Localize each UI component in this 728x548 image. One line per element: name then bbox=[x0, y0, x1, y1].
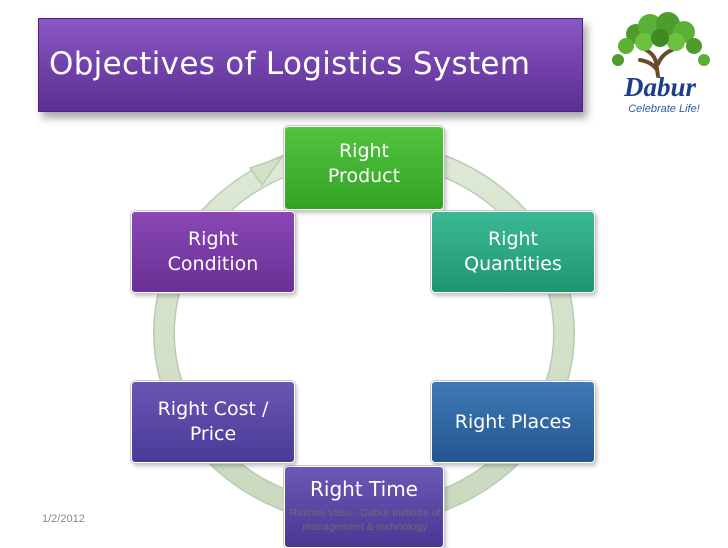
dabur-logo-word: Dabur bbox=[623, 72, 697, 102]
slide-footer: Rashmi Vasu · Dabur Institute of managem… bbox=[289, 507, 441, 533]
title-bar: Objectives of Logistics System bbox=[38, 18, 583, 112]
step-right-condition: Right Condition bbox=[131, 211, 295, 293]
dabur-logo-tagline: Celebrate Life! bbox=[628, 103, 700, 115]
step-right-product: Right Product bbox=[284, 126, 444, 210]
step-right-quantities: Right Quantities bbox=[431, 211, 595, 293]
step-right-places: Right Places bbox=[431, 381, 595, 463]
cycle-arrow-icon bbox=[248, 155, 284, 187]
dabur-logo: Dabur Celebrate Life! bbox=[612, 12, 710, 115]
slide-title: Objectives of Logistics System bbox=[49, 46, 531, 82]
step-right-cost-price: Right Cost / Price bbox=[131, 381, 295, 463]
step-right-time: Right Time bbox=[284, 466, 444, 548]
slide-date: 1/2/2012 bbox=[42, 513, 85, 525]
tree-icon bbox=[612, 12, 710, 78]
